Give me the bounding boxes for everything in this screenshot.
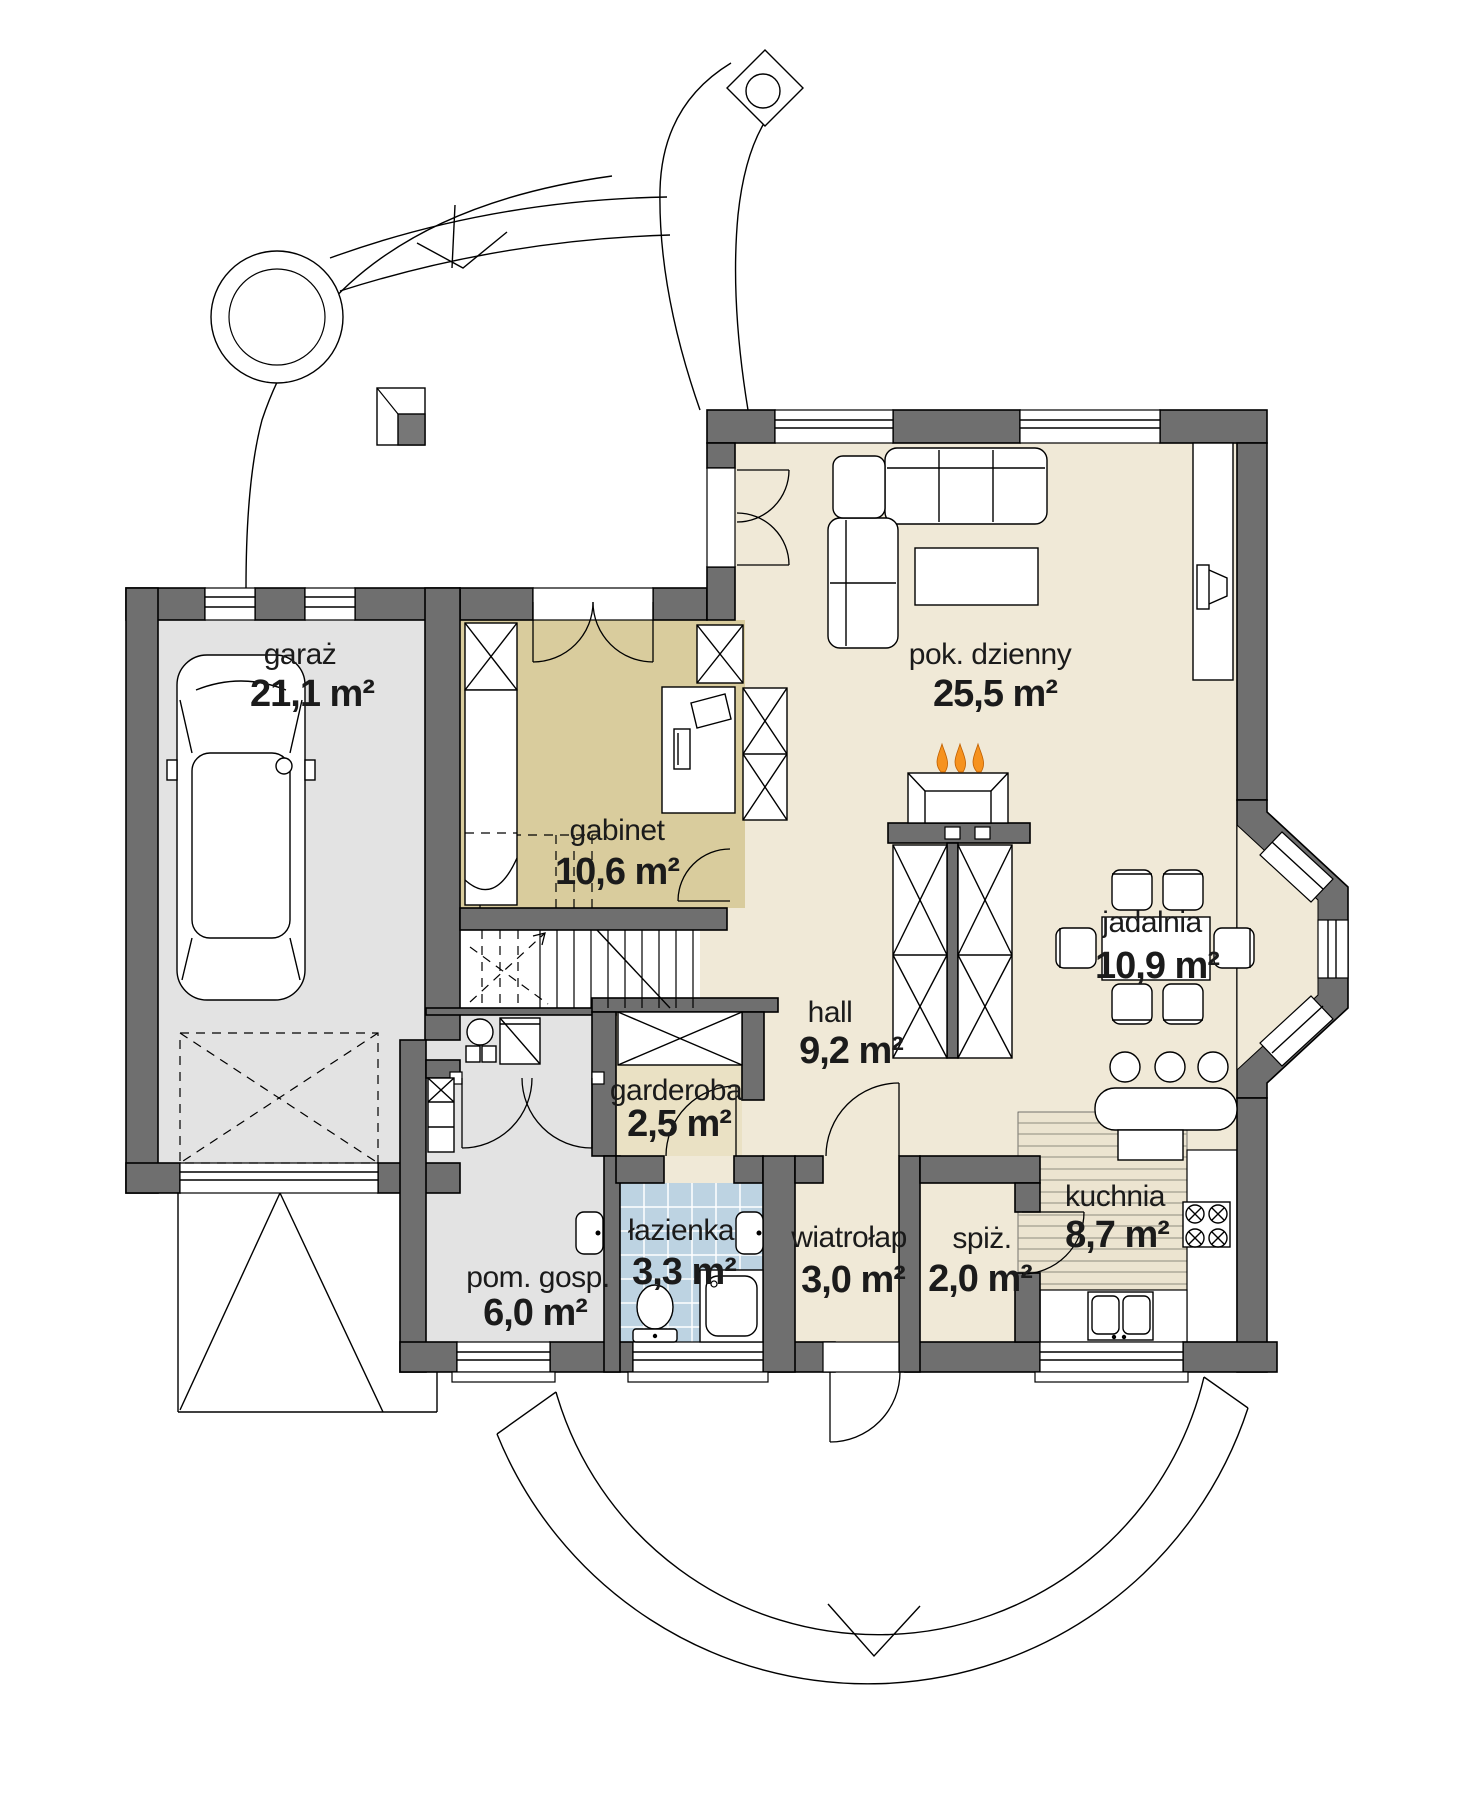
garage-door-opening [179,1162,379,1194]
label-lazienka: łazienka [628,1214,735,1247]
label-garaz: garaż [264,638,337,671]
shower [699,1269,764,1343]
windows [179,409,1349,1383]
area-lazienka: 3,3 m² [632,1251,736,1293]
label-hall: hall [808,996,853,1029]
kitchen-sink [1087,1291,1154,1341]
bay-windows [1259,831,1349,1067]
living-french-door [736,469,790,566]
office-french-door [532,601,654,663]
sofa-left [827,517,899,649]
floor-stairs [460,930,700,1008]
utility-double-door [449,1071,605,1149]
furniture [166,442,1255,1343]
garage-windows [204,587,356,621]
area-pom-gosp: 6,0 m² [483,1292,587,1334]
office-wardrobe [464,622,518,906]
toilet [632,1284,678,1343]
office-cabinet-east [742,687,788,821]
fireplace [907,743,1009,824]
area-spiz: 2,0 m² [928,1258,1032,1300]
area-kuchnia: 8,7 m² [1065,1214,1169,1256]
area-hall: 9,2 m² [799,1030,903,1072]
label-pok-dzienny: pok. dzienny [909,638,1072,671]
laundry-fixtures [465,1017,541,1065]
label-wiatrolap: wiatrołap [790,1221,907,1254]
garage-parking-outline [179,1032,379,1164]
desk [661,686,736,814]
utility-basin [575,1211,604,1255]
tv-unit [1192,442,1234,681]
vestibule-hall-door [825,1082,900,1157]
label-garderoba: garderoba [610,1074,743,1107]
site-post [376,387,426,446]
office-hall-door [677,848,731,902]
label-jadalnia: jadalnia [1101,906,1202,939]
area-pok-dzienny: 25,5 m² [933,673,1057,715]
office-cabinet-top [696,624,744,684]
driveway-apron [177,1192,438,1413]
entry-door-opening [822,1341,900,1373]
wardrobe-cabinet [617,1011,743,1066]
area-garderoba: 2,5 m² [627,1103,731,1145]
stove [1182,1201,1231,1248]
path-end-circle [745,73,781,109]
entry-door [829,1371,901,1443]
coffee-table [914,547,1039,606]
label-spiz: spiż. [952,1222,1011,1255]
dining-set [1055,869,1255,1025]
living-terrace-door-opening [706,467,736,568]
hall-cabinet-east [957,844,1013,1059]
area-gabinet: 10,6 m² [555,851,679,893]
bathroom-door [665,1085,737,1157]
walls [125,409,1349,1373]
living-windows [774,409,1161,444]
area-garaz: 21,1 m² [250,673,374,715]
car [166,654,316,1001]
hall-cabinet-west [892,844,948,1059]
pantry-door [1021,1211,1085,1275]
room-labels: garaż 21,1 m² gabinet 10,6 m² pok. dzien… [250,638,1220,1334]
site-curves [177,49,1249,1685]
area-jadalnia: 10,9 m² [1095,945,1219,987]
south-windows [451,1341,1189,1383]
doors [449,469,1085,1443]
sofa-top [884,447,1048,525]
site-circle-inner [228,268,326,366]
label-kuchnia: kuchnia [1065,1180,1166,1213]
kitchen-bar [1094,1051,1238,1161]
area-wiatrolap: 3,0 m² [801,1259,905,1301]
armchair [832,455,886,519]
utility-shelf [427,1077,455,1153]
bathroom-sink [735,1211,764,1255]
label-pom-gosp: pom. gosp. [466,1261,609,1294]
label-gabinet: gabinet [570,814,666,847]
